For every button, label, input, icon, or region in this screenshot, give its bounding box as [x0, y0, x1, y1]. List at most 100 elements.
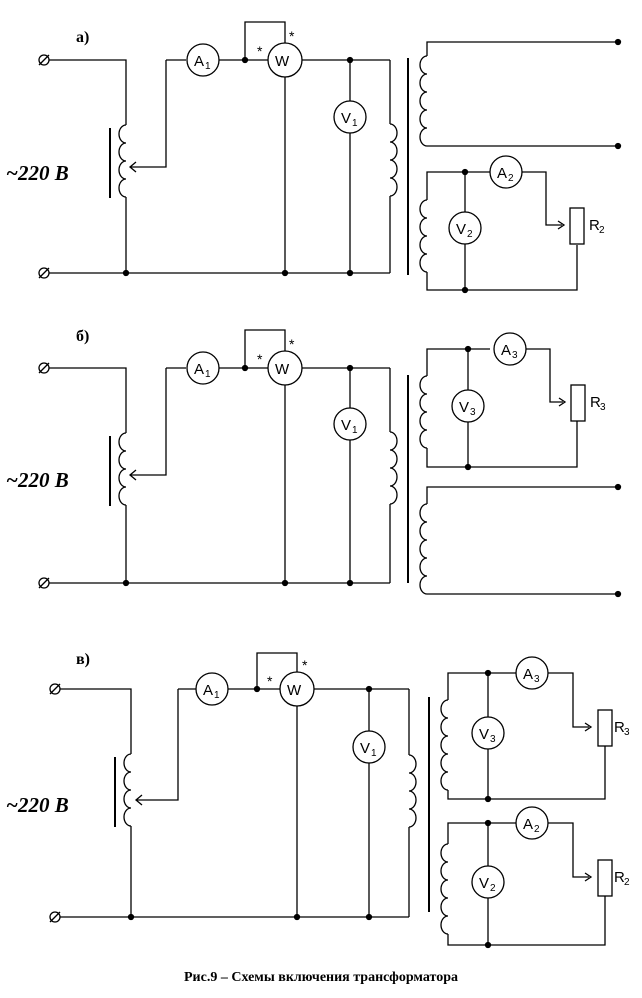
panel-b-voltage: ~220 В — [6, 468, 69, 492]
figure-caption: Рис.9 – Схемы включения трансформатора — [184, 970, 458, 985]
svg-text:A: A — [501, 342, 511, 359]
svg-text:1: 1 — [352, 425, 358, 436]
panel-a-slider-arrow — [128, 161, 137, 173]
svg-text:*: * — [289, 28, 295, 44]
svg-text:3: 3 — [624, 727, 630, 738]
panel-a-autotransformer-coil — [118, 124, 127, 198]
svg-text:*: * — [302, 657, 308, 673]
panel-c-secondary-winding-top — [440, 699, 449, 791]
svg-text:A: A — [523, 816, 533, 833]
svg-text:2: 2 — [467, 229, 473, 240]
panel-a-terminal-top — [38, 54, 50, 66]
panel-a-voltage: ~220 В — [6, 161, 69, 185]
svg-text:3: 3 — [512, 350, 518, 361]
panel-a: а) ~220 В A 1 W * * — [6, 21, 622, 294]
panel-b-wattmeter: W — [267, 350, 303, 386]
svg-text:W: W — [275, 361, 290, 378]
svg-text:V: V — [459, 399, 469, 416]
panel-b-primary-winding — [389, 431, 398, 505]
svg-text:2: 2 — [624, 877, 630, 888]
panel-a-slider-wire — [130, 60, 167, 168]
panel-c-primary-winding — [408, 754, 417, 828]
svg-text:A: A — [497, 165, 507, 182]
panel-b-letter: б) — [76, 328, 89, 345]
panel-a-wire — [49, 59, 127, 125]
panel-c-letter: в) — [76, 651, 90, 668]
panel-a-terminal-bottom — [38, 267, 50, 279]
panel-b-ammeter-load: A 3 — [493, 332, 527, 366]
panel-b-terminal-bottom — [38, 577, 50, 589]
svg-text:R: R — [614, 869, 625, 886]
panel-c-ammeter-primary: A 1 — [195, 672, 229, 706]
svg-text:3: 3 — [470, 407, 476, 418]
panel-c-secondary-winding-bottom — [440, 843, 449, 935]
svg-text:1: 1 — [214, 690, 220, 701]
svg-text:2: 2 — [490, 883, 496, 894]
svg-text:1: 1 — [205, 61, 211, 72]
svg-text:A: A — [194, 53, 204, 70]
panel-a-wattmeter-voltage-loop — [244, 21, 286, 60]
panel-b-terminal-top — [38, 362, 50, 374]
svg-text:*: * — [289, 336, 295, 352]
svg-text:V: V — [479, 875, 489, 892]
panel-a-secondary-winding-1 — [419, 55, 428, 147]
svg-text:1: 1 — [371, 748, 377, 759]
panel-c-voltage: ~220 В — [6, 793, 69, 817]
panel-c-voltmeter-load-bottom: V 2 — [471, 865, 505, 899]
svg-text:V: V — [341, 417, 351, 434]
panel-c-resistor-bottom: R 2 — [597, 859, 630, 897]
svg-text:3: 3 — [534, 674, 540, 685]
svg-text:*: * — [257, 43, 263, 59]
panel-c-terminal-bottom — [49, 911, 61, 923]
svg-text:3: 3 — [490, 734, 496, 745]
svg-text:2: 2 — [534, 824, 540, 835]
panel-c-resistor-top: R 3 — [597, 709, 630, 747]
panel-a-secondary1-wire — [426, 41, 618, 56]
svg-text:2: 2 — [599, 225, 605, 236]
svg-text:V: V — [360, 740, 370, 757]
panel-b-voltmeter-load: V 3 — [451, 389, 485, 423]
svg-text:2: 2 — [508, 173, 514, 184]
panel-b-ammeter-primary: A 1 — [186, 351, 220, 385]
panel-c-terminal-top — [49, 683, 61, 695]
svg-text:R: R — [590, 394, 601, 411]
svg-text:*: * — [257, 351, 263, 367]
panel-c-wattmeter: W — [279, 671, 315, 707]
panel-b-secondary-winding-2 — [419, 503, 428, 595]
panel-a-resistor: R 2 — [569, 207, 605, 245]
svg-text:1: 1 — [352, 118, 358, 129]
panel-c-voltmeter-load-top: V 3 — [471, 716, 505, 750]
svg-text:R: R — [589, 217, 600, 234]
svg-text:1: 1 — [205, 369, 211, 380]
svg-text:W: W — [287, 682, 302, 699]
panel-c-voltmeter-primary: V 1 — [352, 730, 386, 764]
panel-c-ammeter-load-top: A 3 — [515, 656, 549, 690]
svg-text:A: A — [523, 666, 533, 683]
panel-a-ammeter-primary: A 1 — [186, 43, 220, 77]
panel-b: б) ~220 В A 1 W * * — [6, 328, 622, 598]
svg-text:V: V — [456, 221, 466, 238]
panel-a-secondary-winding-2 — [419, 199, 428, 273]
panel-c: в) ~220 В A 1 W * * — [6, 651, 630, 949]
svg-text:V: V — [479, 726, 489, 743]
svg-text:R: R — [614, 719, 625, 736]
panel-a-voltmeter-primary: V 1 — [333, 100, 367, 134]
panel-c-autotransformer-coil — [123, 753, 132, 827]
panel-b-voltmeter-primary: V 1 — [333, 407, 367, 441]
panel-a-letter: а) — [76, 29, 89, 46]
svg-text:V: V — [341, 110, 351, 127]
panel-a-wattmeter: W — [267, 42, 303, 78]
svg-text:A: A — [194, 361, 204, 378]
svg-text:A: A — [203, 682, 213, 699]
svg-text:3: 3 — [600, 402, 606, 413]
panel-a-voltmeter-load: V 2 — [448, 211, 482, 245]
svg-text:*: * — [267, 673, 273, 689]
panel-c-ammeter-load-bottom: A 2 — [515, 806, 549, 840]
panel-a-primary-winding — [389, 123, 398, 197]
svg-text:W: W — [275, 53, 290, 70]
panel-a-ammeter-load: A 2 — [489, 155, 523, 189]
panel-b-secondary-winding-1 — [419, 375, 428, 449]
panel-b-autotransformer-coil — [118, 432, 127, 506]
panel-b-resistor: R 3 — [570, 384, 606, 422]
